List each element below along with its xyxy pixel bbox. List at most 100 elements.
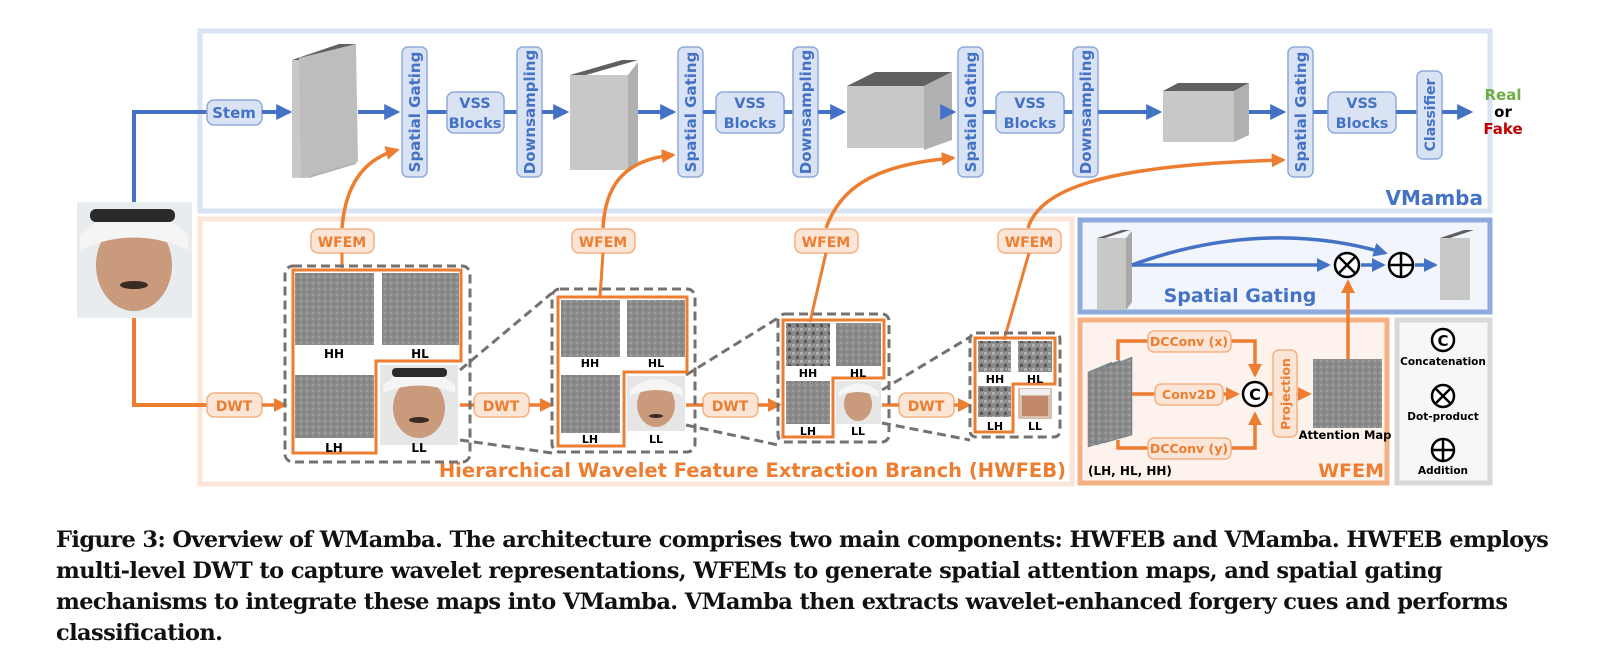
svg-text:VSS: VSS [459, 96, 490, 112]
svg-text:Projection: Projection [1278, 358, 1293, 430]
hl-subband-image [836, 323, 881, 366]
attention-map-image [1313, 359, 1382, 428]
svg-text:WFEM: WFEM [1005, 235, 1054, 251]
svg-text:Blocks: Blocks [1336, 116, 1389, 132]
feature-map-1 [292, 44, 358, 178]
input-face-image [77, 202, 192, 318]
svg-text:Downsampling: Downsampling [797, 50, 815, 174]
dwt-block-3: DWT [702, 392, 759, 418]
vss-blocks-3: VSS Blocks [995, 91, 1065, 134]
svg-text:Spatial Gating: Spatial Gating [682, 52, 700, 173]
svg-text:HH: HH [986, 373, 1004, 386]
svg-text:DWT: DWT [216, 399, 253, 415]
wfem-detail-panel: (LH, HL, HH) DCConv (x) Conv2D DCConv (y… [1077, 279, 1392, 486]
svg-text:HL: HL [1027, 373, 1043, 386]
dot-product-operator-icon [1333, 251, 1361, 279]
spatial-gating-block-3: Spatial Gating [957, 46, 984, 178]
wavelet-group-level-1: HH HL LH LL [283, 264, 472, 464]
lh-subband-image [786, 381, 830, 424]
wfem-detail-title: WFEM [1318, 460, 1384, 482]
svg-text:Spatial Gating: Spatial Gating [1292, 52, 1310, 173]
ll-subband-image [1018, 388, 1052, 419]
hh-subband-image [295, 273, 374, 345]
svg-text:WFEM: WFEM [318, 235, 367, 251]
dwt-block-2: DWT [473, 392, 530, 418]
downsampling-block-1: Downsampling [516, 46, 543, 178]
svg-text:WFEM: WFEM [802, 235, 851, 251]
dcconv-y-block: DCConv (y) [1147, 437, 1232, 460]
svg-text:Downsampling: Downsampling [521, 50, 539, 174]
hl-subband-image [382, 273, 459, 345]
figure-caption: Figure 3: Overview of WMamba. The archit… [56, 527, 1549, 646]
svg-text:LH: LH [800, 425, 816, 438]
svg-text:LH: LH [325, 441, 343, 455]
conv2d-block: Conv2D [1154, 383, 1224, 406]
hh-subband-image [786, 323, 830, 366]
wfem-block-4: WFEM [997, 228, 1062, 254]
svg-text:Addition: Addition [1418, 465, 1468, 477]
vss-blocks-4: VSS Blocks [1327, 91, 1397, 134]
ll-subband-image [380, 365, 458, 445]
svg-text:VSS: VSS [1014, 96, 1045, 112]
svg-text:HH: HH [324, 347, 344, 361]
svg-text:HH: HH [799, 367, 817, 380]
vss-blocks-1: VSS Blocks [446, 91, 505, 134]
ll-subband-image [627, 376, 685, 431]
wmamba-architecture-diagram: VMamba Hierarchical Wavelet Feature Extr… [77, 28, 1523, 487]
spatial-gating-detail-title: Spatial Gating [1164, 285, 1317, 307]
vmamba-title: VMamba [1385, 186, 1483, 210]
dwt-block-1: DWT [206, 392, 263, 418]
svg-text:DWT: DWT [908, 399, 945, 415]
svg-text:Concatenation: Concatenation [1400, 356, 1486, 368]
svg-text:LL: LL [649, 433, 663, 446]
svg-text:LL: LL [851, 425, 865, 438]
downsampling-block-2: Downsampling [792, 46, 819, 178]
output-real-label: Real [1485, 86, 1522, 104]
vss-blocks-2: VSS Blocks [715, 91, 785, 134]
feature-map-3 [847, 72, 952, 150]
downsampling-block-3: Downsampling [1072, 46, 1099, 178]
stem-block: Stem [206, 99, 263, 126]
dcconv-x-block: DCConv (x) [1147, 330, 1232, 353]
spatial-gating-detail-panel: Spatial Gating [1077, 217, 1493, 315]
hwfeb-title: Hierarchical Wavelet Feature Extraction … [439, 459, 1066, 482]
wfem-block-1: WFEM [310, 228, 375, 254]
hl-subband-image [1018, 341, 1052, 372]
svg-text:Blocks: Blocks [449, 116, 502, 132]
hl-subband-image [627, 300, 685, 357]
svg-text:C: C [1437, 332, 1448, 350]
svg-text:Classifier: Classifier [1423, 79, 1439, 152]
svg-text:DWT: DWT [483, 399, 520, 415]
svg-text:VSS: VSS [1346, 96, 1377, 112]
feature-map-4 [1163, 83, 1249, 142]
svg-text:HL: HL [648, 357, 664, 370]
output-or-label: or [1494, 103, 1512, 121]
wfem-block-2: WFEM [571, 228, 636, 254]
svg-text:Downsampling: Downsampling [1077, 50, 1095, 174]
projection-block: Projection [1272, 349, 1298, 438]
legend-panel: C Concatenation Dot-product Addition [1394, 317, 1493, 486]
legend-item-dot-product: Dot-product [1407, 383, 1479, 423]
svg-text:Spatial Gating: Spatial Gating [406, 52, 424, 173]
svg-text:DCConv (y): DCConv (y) [1150, 441, 1228, 456]
classifier-block: Classifier [1416, 70, 1443, 160]
svg-text:VSS: VSS [734, 96, 765, 112]
wfem-input-label: (LH, HL, HH) [1088, 464, 1172, 478]
concatenation-icon [1430, 327, 1456, 353]
output-fake-label: Fake [1483, 120, 1522, 138]
svg-text:DWT: DWT [712, 399, 749, 415]
svg-text:LH: LH [582, 433, 598, 446]
svg-text:HH: HH [581, 357, 599, 370]
attention-map-label: Attention Map [1299, 428, 1392, 442]
dwt-block-4: DWT [898, 392, 955, 418]
svg-text:HL: HL [850, 367, 866, 380]
svg-text:Stem: Stem [212, 104, 256, 122]
hh-subband-image [978, 341, 1011, 372]
svg-text:LL: LL [1028, 420, 1042, 433]
concatenation-operator-icon: C [1241, 380, 1269, 408]
ll-subband-image [836, 381, 881, 424]
lh-subband-image [295, 375, 374, 438]
svg-text:WFEM: WFEM [579, 235, 628, 251]
hh-subband-image [561, 300, 620, 357]
wavelet-group-level-2: HH HL LH LL [550, 287, 697, 454]
